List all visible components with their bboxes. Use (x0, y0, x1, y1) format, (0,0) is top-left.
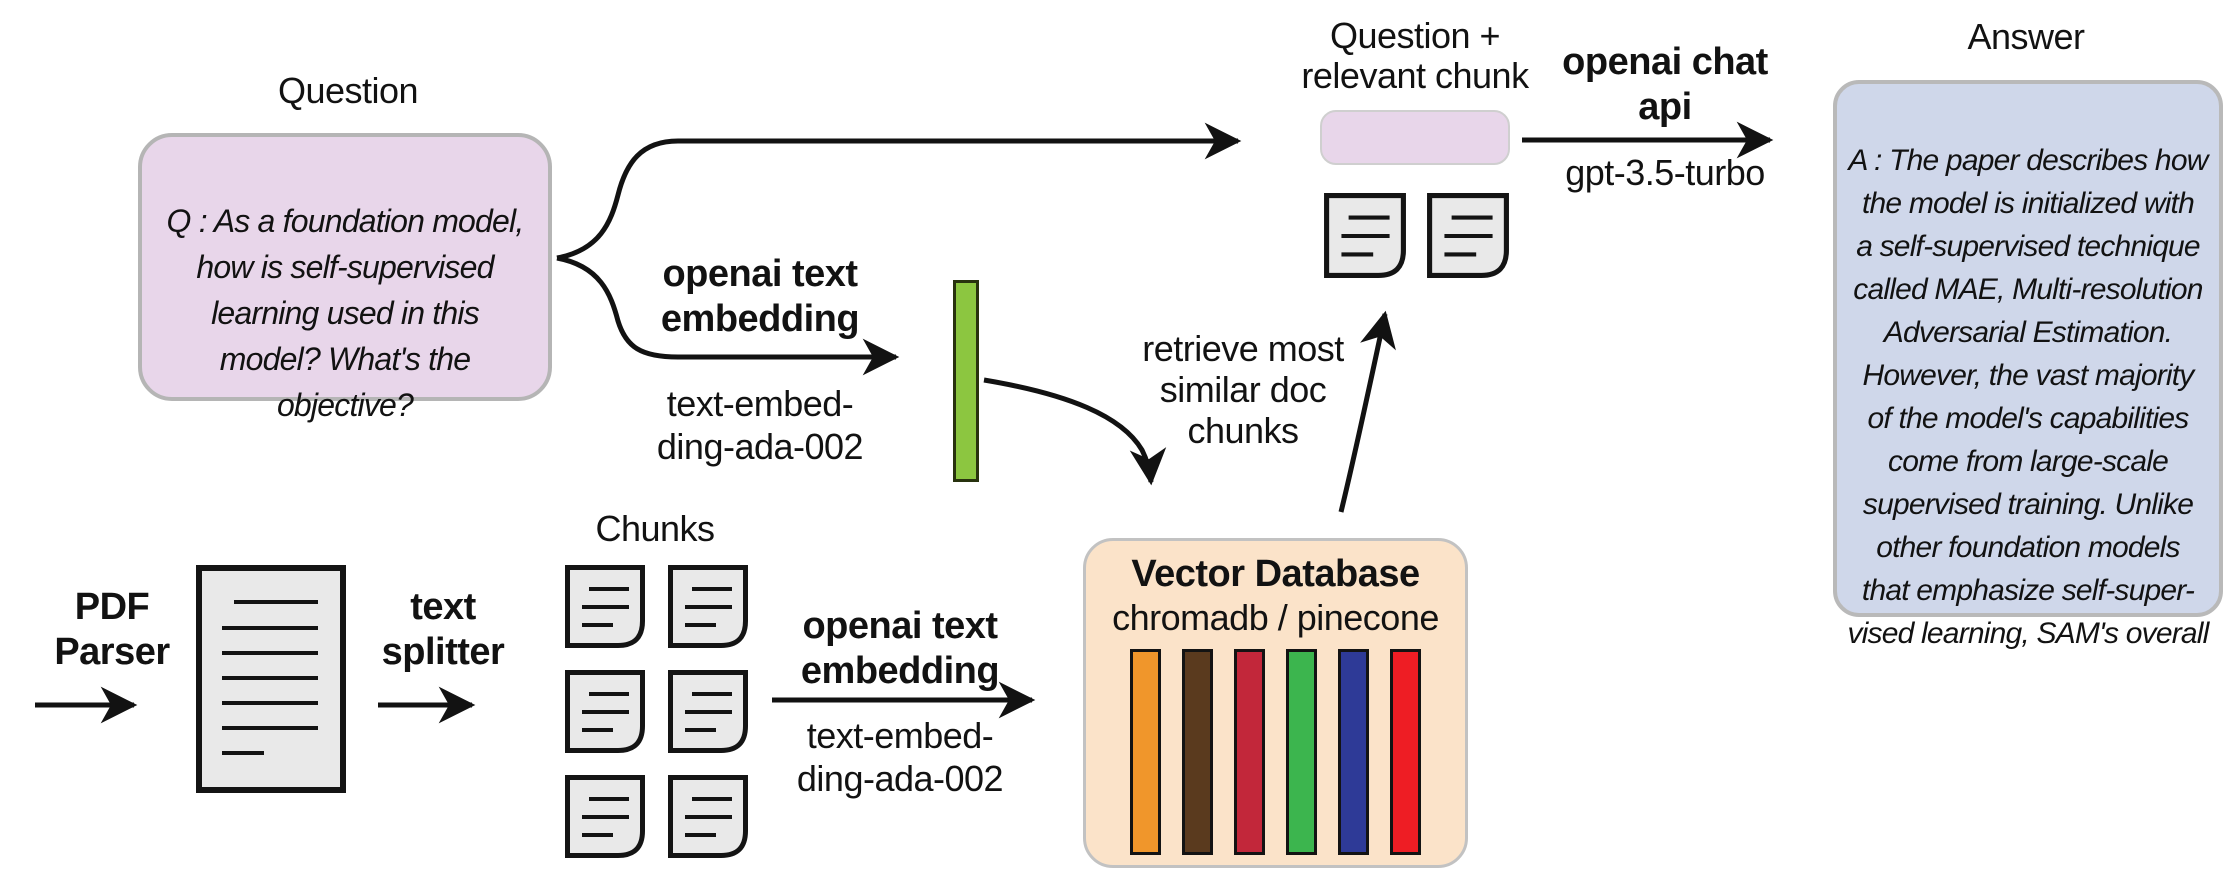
query-embedding-model: text-embed- ding-ada-002 (656, 383, 864, 467)
question-chunk-label: Question + relevant chunk (1301, 15, 1529, 96)
question-chunk-rect (1320, 110, 1510, 165)
chunk-icon (565, 670, 645, 753)
answer-text: A : The paper describes how the model is… (1847, 144, 2209, 650)
vector-bar (1286, 649, 1317, 855)
chat-model-label: gpt-3.5-turbo (1565, 152, 1765, 193)
arrow-question-to-prompt (556, 122, 1242, 261)
question-text: Q : As a foundation model, how is self-s… (166, 203, 525, 423)
query-embedding-api-label: openai text embedding (660, 253, 860, 340)
query-embedding-vector-bar (953, 280, 979, 482)
chunk-icon (565, 565, 645, 648)
chunk-icon (1324, 193, 1406, 278)
vector-bar (1182, 649, 1213, 855)
answer-label: Answer (1967, 16, 2085, 57)
chunk-icon (668, 565, 748, 648)
vector-database-box: Vector Database chromadb / pinecone (1083, 538, 1468, 868)
retrieve-label: retrieve most similar doc chunks (1142, 328, 1344, 451)
chunk-icon (668, 775, 748, 858)
vector-bar (1130, 649, 1161, 855)
doc-embedding-api-label: openai text embedding (800, 605, 1000, 692)
question-box: Q : As a foundation model, how is self-s… (138, 133, 552, 423)
chunks-label: Chunks (595, 508, 715, 549)
question-label: Question (277, 70, 419, 111)
doc-embedding-model: text-embed- ding-ada-002 (796, 715, 1004, 799)
vector-bars (1086, 649, 1465, 855)
vector-database-subtitle: chromadb / pinecone (1112, 597, 1439, 638)
vector-bar (1234, 649, 1265, 855)
arrow-question-to-embedding (556, 255, 900, 376)
chat-api-label: openai chat api (1562, 41, 1768, 128)
chunk-icon (1427, 193, 1509, 278)
arrow-embedding-to-vectordb (983, 377, 1167, 486)
vector-bar (1338, 649, 1369, 855)
vector-bar (1390, 649, 1421, 855)
text-splitter-label: text splitter (381, 586, 505, 673)
pdf-parser-label: PDF Parser (54, 586, 170, 673)
chunk-icon (565, 775, 645, 858)
vector-database-title: Vector Database (1131, 553, 1420, 595)
arrow-vectordb-to-chunks (1338, 310, 1396, 513)
chunk-icon (668, 670, 748, 753)
document-icon (196, 565, 346, 793)
answer-box: A : The paper describes how the model is… (1833, 80, 2223, 650)
